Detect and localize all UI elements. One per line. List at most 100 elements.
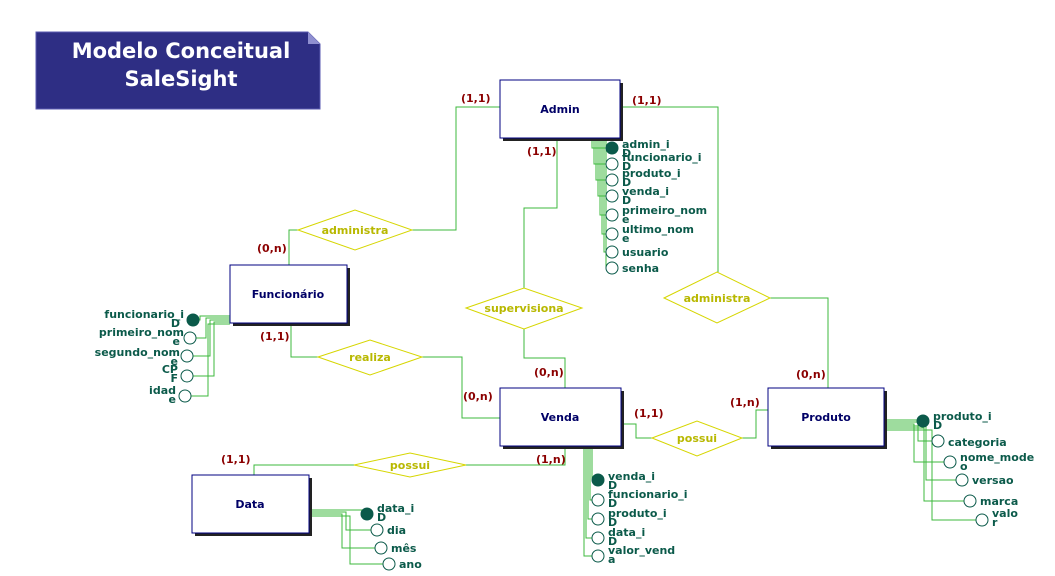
- attribute-produto-3: versao: [972, 474, 1014, 487]
- attribute-data-0-wrap: D: [377, 511, 386, 524]
- attribute-key-icon: [186, 313, 200, 327]
- relationship-realiza[interactable]: realiza: [316, 339, 424, 376]
- attribute-admin-5-wrap: e: [622, 232, 629, 245]
- attribute-icon: [178, 389, 192, 403]
- cardinality-venda-bottom: (1,n): [536, 453, 566, 466]
- attribute-icon: [370, 523, 384, 537]
- attributes-venda: venda_i D funcionario_i D produto_i D da…: [591, 470, 688, 566]
- line-supervisiona-venda: [523, 329, 566, 388]
- attribute-icon: [605, 227, 619, 241]
- attribute-icon: [605, 245, 619, 259]
- attribute-admin-3-wrap: D: [622, 194, 631, 207]
- attribute-venda-2-wrap: D: [608, 516, 617, 529]
- attribute-icon: [382, 557, 396, 571]
- attribute-icon: [605, 189, 619, 203]
- attribute-icon: [183, 331, 197, 345]
- entity-produto[interactable]: Produto: [767, 387, 887, 449]
- attribute-admin-2-wrap: D: [622, 176, 631, 189]
- attribute-admin-1-wrap: D: [622, 160, 631, 173]
- attribute-admin-0-wrap: D: [622, 147, 631, 160]
- attribute-icon: [605, 261, 619, 275]
- attribute-funcionario-1-wrap: e: [173, 335, 180, 348]
- title-line-2: SaleSight: [124, 67, 237, 91]
- line-funcionario-realiza: [290, 324, 318, 358]
- entity-admin-label: Admin: [540, 103, 579, 116]
- attribute-icon: [943, 455, 957, 469]
- cardinality-admin-bottom: (1,1): [527, 145, 557, 158]
- attribute-key-icon: [591, 473, 605, 487]
- entity-admin[interactable]: Admin: [499, 79, 623, 141]
- attribute-admin-4: primeiro_nom: [622, 204, 707, 217]
- attribute-admin-4-wrap: e: [622, 213, 629, 226]
- entity-data[interactable]: Data: [191, 474, 312, 536]
- relationship-supervisiona-label: supervisiona: [484, 302, 563, 315]
- attribute-funcionario-3: CP: [162, 363, 178, 376]
- attribute-admin-1: funcionario_i: [622, 151, 702, 164]
- title-line-1: Modelo Conceitual: [72, 39, 291, 63]
- attribute-key-icon: [916, 414, 930, 428]
- connector-lines: [253, 106, 829, 475]
- line-administra-func-funcionario: [288, 229, 298, 265]
- relationship-supervisiona[interactable]: supervisiona: [464, 287, 584, 330]
- line-admin-supervisiona: [523, 138, 558, 288]
- cardinality-produto-top: (0,n): [796, 368, 826, 381]
- attribute-key-icon: [605, 141, 619, 155]
- attribute-admin-0: admin_i: [622, 138, 670, 151]
- attribute-icon: [374, 541, 388, 555]
- attribute-produto-0-wrap: D: [933, 419, 942, 432]
- attribute-icon: [591, 549, 605, 563]
- attribute-funcionario-2: segundo_nom: [95, 346, 180, 359]
- attribute-data-2: mês: [391, 542, 417, 555]
- cardinality-venda-right: (1,1): [634, 407, 664, 420]
- entity-venda[interactable]: Venda: [499, 387, 624, 449]
- relationship-administra-funcionario-label: administra: [322, 224, 389, 237]
- attribute-icon: [931, 434, 945, 448]
- attribute-admin-6: usuario: [622, 246, 669, 259]
- attribute-produto-4: marca: [980, 495, 1018, 508]
- attribute-icon: [605, 173, 619, 187]
- attribute-funcionario-1: primeiro_nom: [99, 326, 184, 339]
- cardinality-funcionario-bottom: (1,1): [260, 330, 290, 343]
- attribute-funcionario-3-wrap: F: [170, 372, 178, 385]
- attribute-venda-4-wrap: a: [608, 553, 615, 566]
- entity-funcionario[interactable]: Funcionário: [229, 264, 350, 326]
- relationship-administra-produto[interactable]: administra: [662, 271, 772, 324]
- cardinality-data-top: (1,1): [221, 453, 251, 466]
- attribute-admin-3: venda_i: [622, 185, 669, 198]
- attribute-funcionario-4: idad: [149, 384, 176, 397]
- attribute-icon: [180, 349, 194, 363]
- relationship-administra-funcionario[interactable]: administra: [296, 209, 414, 251]
- attribute-icon: [591, 531, 605, 545]
- attribute-admin-5: ultimo_nom: [622, 223, 694, 236]
- title-banner: Modelo Conceitual SaleSight: [35, 31, 321, 110]
- attribute-icon: [605, 208, 619, 222]
- attribute-funcionario-4-wrap: e: [169, 393, 176, 406]
- attribute-produto-1: categoria: [948, 436, 1007, 449]
- attribute-data-3: ano: [399, 558, 422, 571]
- attributes-admin: admin_i D funcionario_i D produto_i D ve…: [605, 138, 707, 275]
- relationship-administra-produto-label: administra: [684, 292, 751, 305]
- attribute-venda-4: valor_vend: [608, 544, 675, 557]
- attribute-icon: [591, 512, 605, 526]
- attribute-data-1: dia: [387, 524, 406, 537]
- attribute-admin-2: produto_i: [622, 167, 681, 180]
- cardinality-venda-left: (0,n): [463, 390, 493, 403]
- attribute-venda-2: produto_i: [608, 507, 667, 520]
- line-administra-prod-produto: [770, 297, 829, 388]
- relationship-possui-data-label: possui: [390, 459, 430, 472]
- attribute-produto-2-wrap: o: [960, 460, 968, 473]
- attribute-funcionario-0-wrap: D: [171, 317, 180, 330]
- cardinalities: (1,1) (1,1) (1,1) (0,n) (1,1) (0,n) (0,n…: [221, 92, 826, 466]
- attribute-produto-2: nome_mode: [960, 451, 1034, 464]
- entity-data-label: Data: [235, 498, 264, 511]
- entity-venda-label: Venda: [541, 411, 580, 424]
- relationship-possui-data[interactable]: possui: [353, 452, 467, 478]
- cardinality-admin-right: (1,1): [632, 94, 662, 107]
- attribute-venda-3-wrap: D: [608, 535, 617, 548]
- line-admin-administra-prod: [620, 106, 719, 272]
- relationship-realiza-label: realiza: [349, 351, 391, 364]
- relationship-possui-produto[interactable]: possui: [650, 420, 744, 457]
- entity-funcionario-label: Funcionário: [252, 288, 325, 301]
- attribute-icon: [975, 513, 989, 527]
